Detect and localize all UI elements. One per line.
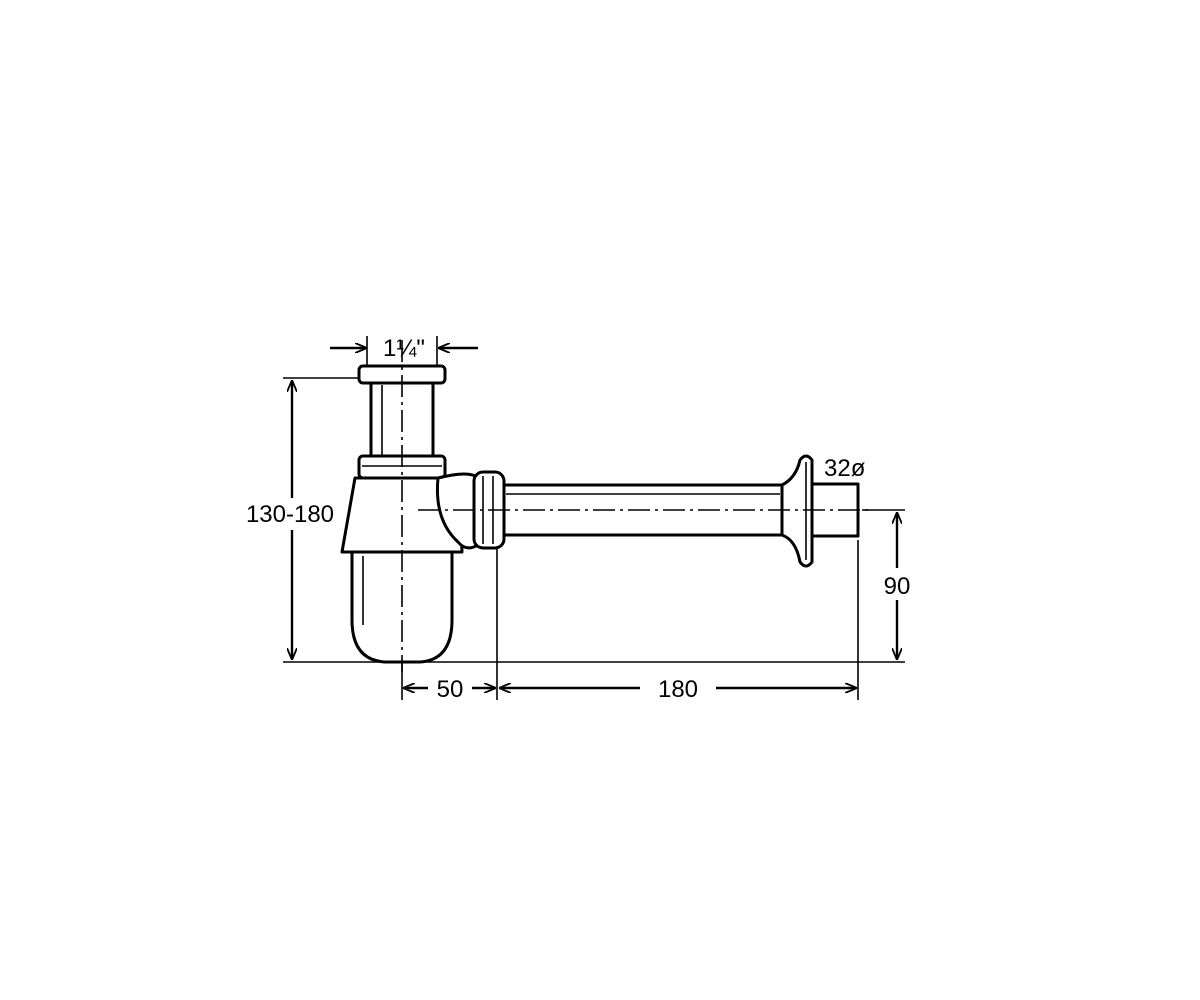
dim-offset-short-label: 50 [437,676,464,703]
dim-outlet-diameter-label: 32ø [824,455,866,482]
dim-height-label-bg [240,498,340,530]
dim-height-label: 130-180 [246,501,334,528]
dim-outlet-height-label: 90 [884,573,911,600]
dim-outlet-height-label-bg [878,568,916,600]
wall-rosette [780,454,814,568]
dim-offset-long-label: 180 [658,676,698,703]
trap-outlet-neck [435,472,480,550]
dim-thread-label: 1¼" [383,335,425,362]
